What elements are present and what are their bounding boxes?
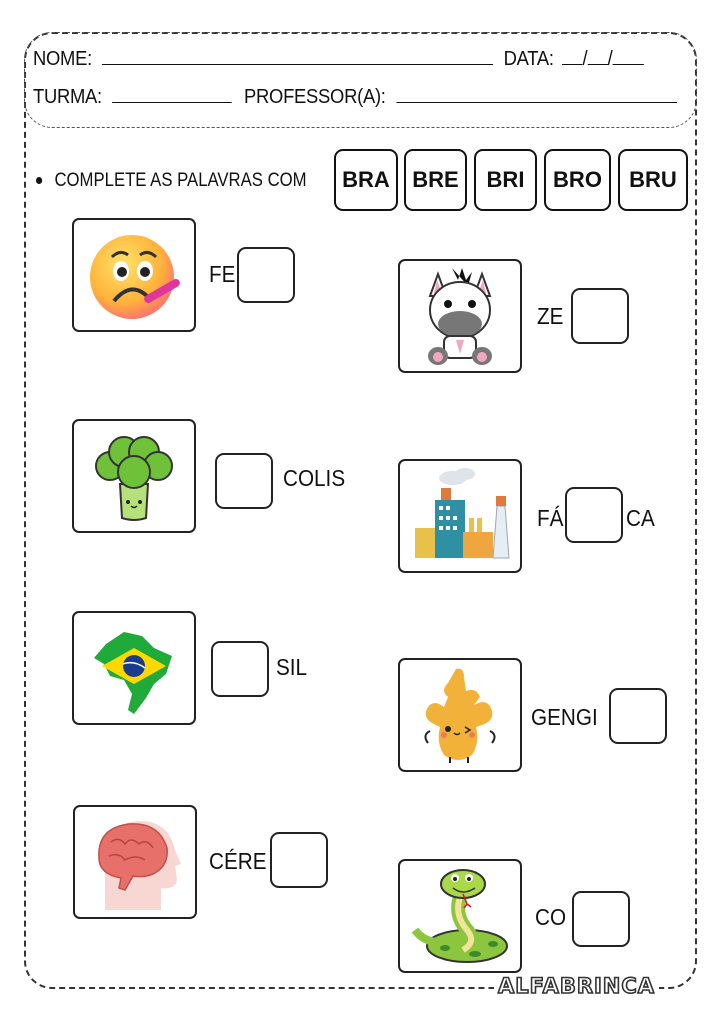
word-suffix: SIL (276, 654, 308, 680)
class-field[interactable] (112, 86, 232, 103)
image-card-brazil (72, 611, 196, 725)
word-suffix: CA (626, 505, 655, 531)
answer-box-ze[interactable] (571, 288, 629, 344)
image-card-sick-face (72, 218, 196, 332)
teacher-label: PROFESSOR(A): (244, 86, 386, 108)
word-prefix: GENGI (531, 704, 598, 730)
zebra-icon (428, 267, 492, 365)
word-prefix: CO (535, 904, 567, 930)
page-border (24, 32, 697, 989)
answer-box-colis[interactable] (215, 453, 273, 509)
answer-box-gengibre[interactable] (609, 688, 667, 744)
factory-icon (415, 468, 510, 559)
image-card-factory (398, 459, 522, 573)
syllable-bro: BRO (544, 149, 611, 211)
brain-head-icon (98, 821, 181, 910)
image-card-brain (73, 805, 197, 919)
answer-box-cobra[interactable] (572, 891, 630, 947)
syllable-bre: BRE (404, 149, 467, 211)
date-separator: / (607, 48, 613, 70)
instruction-text: COMPLETE AS PALAVRAS COM (54, 170, 307, 191)
word-suffix: COLIS (283, 465, 346, 491)
date-label: DATA: (503, 48, 554, 70)
word-prefix: FÁ (537, 505, 564, 531)
syllable-bra: BRA (334, 149, 398, 211)
date-separator: / (582, 48, 588, 70)
image-card-broccoli (72, 419, 196, 533)
answer-box-fabrica[interactable] (565, 487, 623, 543)
class-label: TURMA: (33, 86, 102, 108)
ginger-icon (424, 668, 496, 763)
date-month-field[interactable] (587, 48, 608, 65)
image-card-ginger (398, 658, 522, 772)
name-label: NOME: (33, 48, 92, 70)
sick-face-icon (90, 235, 180, 319)
answer-box-fe[interactable] (237, 247, 295, 303)
broccoli-icon (95, 436, 173, 521)
watermark-logo: ALFABRINCA (494, 973, 660, 999)
image-card-snake (398, 859, 522, 973)
bullet-icon (36, 177, 43, 185)
name-row: NOME: DATA: / / (33, 48, 644, 71)
header-box (24, 32, 697, 128)
word-prefix: ZE (537, 303, 564, 329)
date-day-field[interactable] (562, 48, 583, 65)
word-prefix: FE (209, 261, 236, 287)
snake-icon (411, 868, 508, 963)
word-prefix: CÉRE (209, 848, 267, 874)
teacher-field[interactable] (396, 86, 677, 103)
syllable-bru: BRU (618, 149, 688, 211)
syllable-bri: BRI (474, 149, 537, 211)
class-teacher-row: TURMA: PROFESSOR(A): (33, 86, 677, 109)
name-field[interactable] (102, 48, 494, 65)
image-card-zebra (398, 259, 522, 373)
answer-box-cerebro[interactable] (270, 832, 328, 888)
answer-box-sil[interactable] (211, 641, 269, 697)
instruction: COMPLETE AS PALAVRAS COM (36, 170, 307, 192)
date-year-field[interactable] (612, 48, 644, 65)
brazil-map-icon (94, 632, 172, 714)
